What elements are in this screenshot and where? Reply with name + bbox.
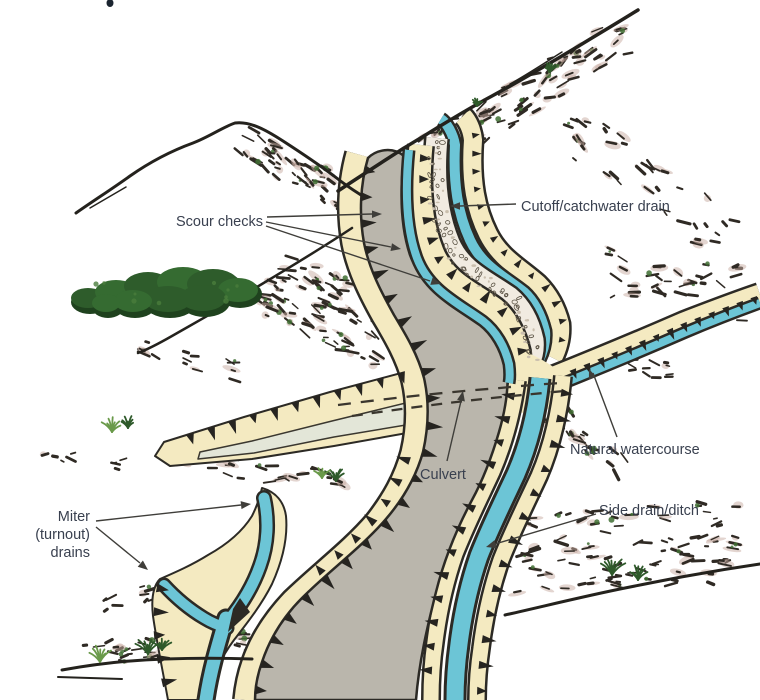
turnout-bench: [154, 367, 425, 467]
bottom-left-ledge-line: [57, 676, 123, 680]
grass-tufts: [88, 62, 649, 663]
ridge-detail-line-2: [509, 51, 563, 85]
label-miter-turnout-drains: Miter (turnout) drains: [35, 509, 90, 561]
cutoff-drain-arrow: [450, 202, 517, 210]
label-miter-line2: (turnout): [35, 527, 90, 543]
label-side-drain-ditch: Side drain/ditch: [599, 503, 699, 519]
label-miter-line3: drains: [51, 545, 91, 561]
scour-checks-arrows: [265, 210, 441, 285]
miter-drain-arrows: [95, 501, 251, 570]
bottom-right-terrain-line: [503, 562, 760, 617]
right-mountain-ridge: [336, 8, 640, 193]
label-scour-checks: Scour checks: [176, 214, 263, 230]
culvert-arrow: [446, 391, 465, 462]
side-drain-arrow: [486, 513, 597, 549]
ridge-detail-line: [89, 186, 127, 209]
annotations: Scour checks Cutoff/catchwater drain Nat…: [35, 199, 700, 570]
miter-drain-area: [151, 487, 288, 700]
bush: [71, 267, 262, 318]
left-mountain-ridge: [74, 121, 363, 215]
label-natural-watercourse: Natural watercourse: [570, 442, 700, 458]
rubble-pebbles: [426, 140, 540, 361]
cropped-caption-fragment: [106, 0, 114, 7]
drain-fork-wedge: [228, 598, 250, 632]
culvert-dashes: [337, 381, 565, 418]
miter-turnout-drain: [164, 498, 267, 700]
label-culvert: Culvert: [420, 467, 466, 483]
natural-watercourse-arrow: [588, 369, 618, 438]
scour-check-ticks: [153, 132, 758, 695]
label-cutoff-catchwater-drain: Cutoff/catchwater drain: [521, 199, 670, 215]
label-miter-line1: Miter: [58, 509, 90, 525]
